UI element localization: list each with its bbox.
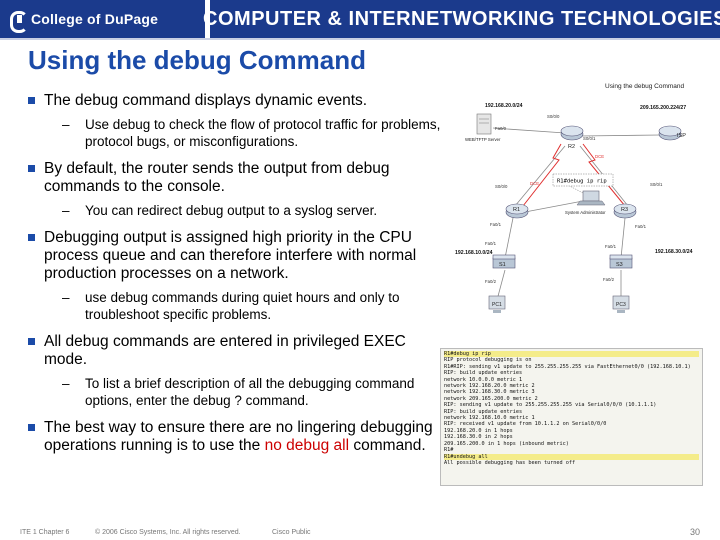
switch-s3-icon — [609, 254, 633, 269]
bullet-3: Debugging output is assigned high priori… — [28, 229, 448, 283]
footer-copyright: © 2006 Cisco Systems, Inc. All rights re… — [95, 529, 241, 536]
console-line: All possible debugging has been turned o… — [444, 459, 576, 466]
label-s1-fa2: Fa0/2 — [485, 279, 497, 284]
router-r3-icon — [613, 203, 637, 219]
label-s3-fa2: Fa0/2 — [603, 277, 615, 282]
label-dce-2: DCE — [530, 181, 539, 186]
pc3-label: PC3 — [616, 302, 626, 308]
no-debug-all-highlight: no debug all — [264, 437, 350, 454]
command-callout-text: R1#debug ip rip — [557, 179, 607, 185]
slide-header: College of DuPage COMPUTER & INTERNETWOR… — [0, 0, 720, 40]
web-server-icon — [476, 113, 492, 135]
sys-admin-label: System Administrator — [565, 210, 606, 215]
college-logo: College of DuPage — [0, 0, 205, 38]
router-r1-label: R1 — [513, 207, 520, 213]
pc3-icon — [612, 295, 630, 313]
label-s1-fa: Fa0/1 — [485, 241, 497, 246]
laptop-icon — [576, 190, 606, 206]
label-s3-fa: Fa0/1 — [605, 244, 617, 249]
network-topology-diagram: Using the debug Command 192.168.20.0/24 … — [455, 78, 713, 340]
bullet-4: All debug commands are entered in privil… — [28, 333, 448, 369]
console-line: RIP: sending v1 update to 255.255.255.25… — [444, 402, 657, 409]
console-line: 192.168.30.0 in 2 hops — [444, 434, 513, 441]
switch-s1-label: S1 — [499, 262, 506, 268]
bullet-5: The best way to ensure there are no ling… — [28, 419, 448, 455]
sub-bullet-3: –use debug commands during quiet hours a… — [62, 290, 400, 322]
topology-svg: Using the debug Command 192.168.20.0/24 … — [455, 78, 713, 340]
command-callout: R1#debug ip rip — [552, 173, 614, 194]
header-divider — [0, 38, 720, 40]
console-line: network 192.168.10.0 metric 1 — [444, 415, 535, 422]
console-line: 192.168.20.0 in 1 hops — [444, 427, 513, 434]
console-line: RIP protocol debugging is on — [444, 357, 532, 364]
page-number: 30 — [689, 527, 700, 537]
console-line: R1#undebug all — [444, 453, 699, 460]
console-line: network 192.168.30.0 metric 3 — [444, 389, 535, 396]
switch-s1-icon — [492, 254, 516, 269]
slide-footer: ITE 1 Chapter 6 © 2006 Cisco Systems, In… — [0, 527, 720, 540]
college-logo-icon — [10, 11, 28, 33]
label-net-top-left: 192.168.20.0/24 — [485, 103, 523, 109]
label-fa00: Fa0/0 — [495, 126, 507, 131]
label-net-right: 192.168.30.0/24 — [655, 249, 693, 255]
bullet-list: The debug command displays dynamic event… — [28, 92, 448, 461]
pc1-label: PC1 — [492, 302, 502, 308]
router-isp-icon — [658, 125, 682, 141]
router-r2-label: R2 — [568, 144, 575, 150]
college-logo-text: College of DuPage — [31, 11, 159, 27]
console-line: network 192.168.20.0 metric 2 — [444, 383, 535, 390]
console-line: RIP: received v1 update from 10.1.1.2 on… — [444, 421, 607, 428]
console-line: R1#RIP: sending v1 update to 255.255.255… — [444, 363, 691, 370]
switch-s3-label: S3 — [616, 262, 623, 268]
label-r1-fa: Fa0/1 — [490, 222, 502, 227]
diagram-title: Using the debug Command — [605, 83, 685, 90]
console-line: RIP: build update entries — [444, 408, 523, 415]
sub-bullet-4: –To list a brief description of all the … — [62, 376, 415, 408]
router-r2-icon — [560, 125, 584, 141]
router-isp-label: ISP — [677, 133, 686, 139]
department-banner: COMPUTER & INTERNETWORKING TECHNOLOGIES — [203, 0, 720, 38]
footer-course: ITE 1 Chapter 6 — [20, 529, 70, 536]
department-banner-text: COMPUTER & INTERNETWORKING TECHNOLOGIES — [203, 7, 720, 30]
label-r1-s0: S0/0/0 — [495, 184, 508, 189]
console-line: network 10.0.0.0 metric 1 — [444, 376, 523, 383]
label-r2-s1: S0/0/1 — [583, 136, 596, 141]
slide-title: Using the debug Command — [28, 45, 366, 75]
label-r3-s1: S0/0/1 — [650, 182, 663, 187]
footer-classification: Cisco Public — [272, 529, 311, 536]
sub-bullet-2: –You can redirect debug output to a sysl… — [62, 203, 378, 218]
bullet-2: By default, the router sends the output … — [28, 160, 448, 196]
debug-console-output: R1#debug ip rip RIP protocol debugging i… — [440, 348, 703, 486]
console-line: 209.165.200.0 in 1 hops (inbound metric) — [444, 440, 569, 447]
console-line: R1#debug ip rip — [444, 351, 699, 358]
router-r3-label: R3 — [621, 207, 628, 213]
console-line: network 209.165.200.0 metric 2 — [444, 395, 538, 402]
bullet-1: The debug command displays dynamic event… — [28, 92, 448, 110]
web-server-label: WEB/TFTP Server — [465, 137, 501, 142]
label-net-left: 192.168.10.0/24 — [455, 250, 493, 256]
router-r1-icon — [505, 203, 529, 219]
pc1-icon — [488, 295, 506, 313]
label-net-top-right: 209.165.200.224/27 — [640, 105, 686, 111]
console-line: RIP: build update entries — [444, 370, 523, 377]
label-r2-s0: S0/0/0 — [547, 114, 560, 119]
label-dce: DCE — [595, 154, 604, 159]
console-line: R1# — [444, 447, 454, 454]
label-r3-fa: Fa0/1 — [635, 224, 647, 229]
sub-bullet-1: –Use debug to check the flow of protocol… — [62, 117, 441, 149]
